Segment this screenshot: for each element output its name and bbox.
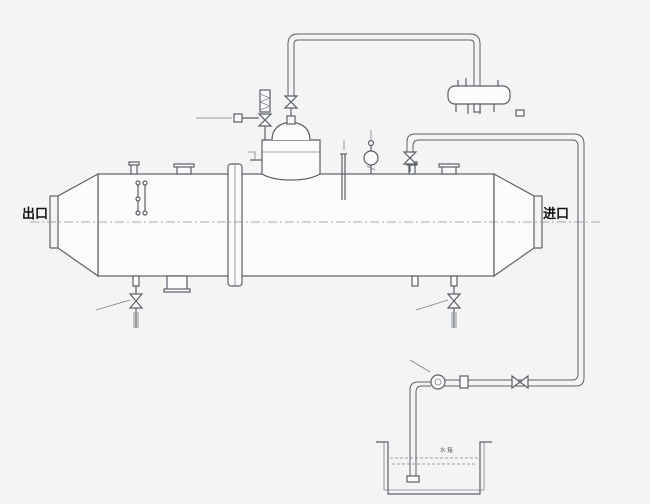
safety-valve[interactable] xyxy=(233,89,273,140)
tank-label: 水 箱 xyxy=(440,446,453,454)
outlet-label: 出口 xyxy=(22,206,48,222)
inlet-valve-top[interactable] xyxy=(402,142,418,172)
steam-outlet-valve[interactable] xyxy=(283,44,299,116)
inlet-label: 进口 xyxy=(543,207,569,222)
annotation-leaders xyxy=(95,117,449,373)
pump xyxy=(430,374,469,390)
separator-dome xyxy=(248,115,321,181)
drain-valve-right[interactable] xyxy=(446,286,462,328)
check-valve[interactable] xyxy=(511,374,529,390)
water-tank xyxy=(376,441,492,495)
main-vessel xyxy=(30,163,600,287)
drain-valve-left[interactable] xyxy=(128,286,144,328)
manifold-header xyxy=(447,78,525,117)
level-gauge xyxy=(135,180,148,216)
circulation-pipe xyxy=(406,133,585,387)
pressure-gauge xyxy=(363,139,379,174)
thermometer xyxy=(340,153,347,200)
top-nozzles xyxy=(128,161,460,175)
steam-pipe-top xyxy=(287,33,481,86)
bottom-nozzles xyxy=(132,275,458,293)
suction-pipe xyxy=(406,381,431,483)
